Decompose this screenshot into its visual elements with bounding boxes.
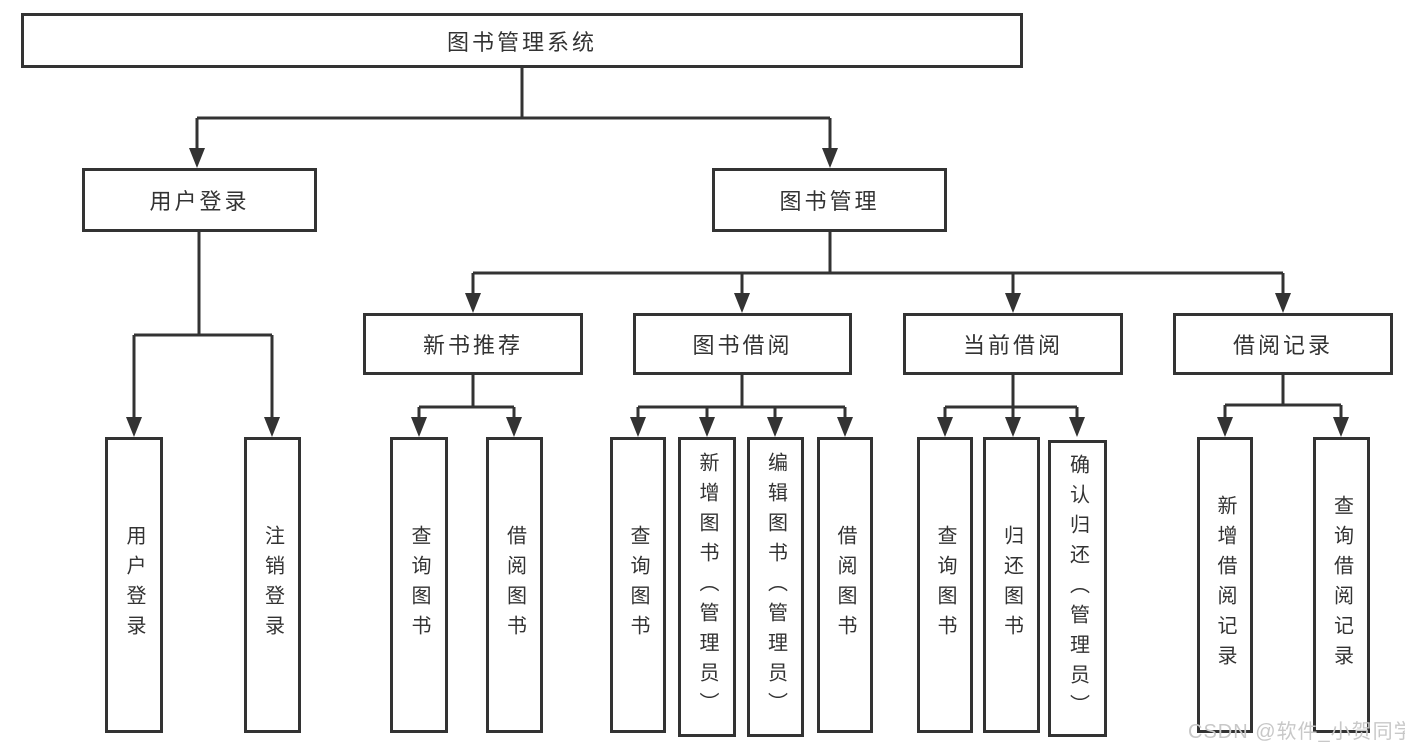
leaf-borrow-books-2: 借阅图书 xyxy=(817,437,873,733)
leaf-query-borrow-record: 查询借阅记录 xyxy=(1313,437,1370,733)
leaf-confirm-return-admin: 确认归还（管理员） xyxy=(1048,440,1107,737)
connector-new-book-to-leaves xyxy=(411,375,522,437)
connector-current-borrow-to-leaves xyxy=(937,375,1085,437)
connector-book-mgmt-to-level3 xyxy=(465,232,1291,313)
connector-user-login-to-leaves xyxy=(126,232,280,437)
leaf-query-borrow-record-label: 查询借阅记录 xyxy=(1330,495,1353,675)
node-root-label: 图书管理系统 xyxy=(446,29,597,55)
node-new-book-recommend-label: 新书推荐 xyxy=(422,333,523,358)
leaf-edit-books-admin-label: 编辑图书（管理员） xyxy=(764,452,787,722)
connector-book-borrow-to-leaves xyxy=(630,375,853,437)
leaf-user-login: 用户登录 xyxy=(105,437,163,733)
node-borrowing-records: 借阅记录 xyxy=(1173,313,1393,375)
leaf-return-books: 归还图书 xyxy=(983,437,1040,733)
node-current-borrowing-label: 当前借阅 xyxy=(962,333,1063,358)
leaf-query-books-2-label: 查询图书 xyxy=(627,525,649,645)
node-new-book-recommend: 新书推荐 xyxy=(363,313,583,375)
leaf-borrow-books-2-label: 借阅图书 xyxy=(834,525,856,645)
leaf-confirm-return-admin-label: 确认归还（管理员） xyxy=(1066,453,1089,724)
leaf-add-books-admin: 新增图书（管理员） xyxy=(678,437,736,737)
leaf-borrow-books-1: 借阅图书 xyxy=(486,437,543,733)
leaf-borrow-books-1-label: 借阅图书 xyxy=(503,525,526,645)
leaf-user-login-label: 用户登录 xyxy=(123,525,145,645)
leaf-add-borrow-record: 新增借阅记录 xyxy=(1197,437,1253,733)
node-book-management: 图书管理 xyxy=(712,168,947,232)
leaf-add-borrow-record-label: 新增借阅记录 xyxy=(1214,495,1236,675)
leaf-query-books-3-label: 查询图书 xyxy=(934,525,956,645)
leaf-query-books-2: 查询图书 xyxy=(610,437,666,733)
node-user-login-label: 用户登录 xyxy=(149,189,250,214)
node-user-login: 用户登录 xyxy=(82,168,317,232)
leaf-query-books-1-label: 查询图书 xyxy=(408,525,430,645)
node-borrowing-records-label: 借阅记录 xyxy=(1232,333,1333,358)
node-root-library-system: 图书管理系统 xyxy=(21,13,1023,68)
leaf-add-books-admin-label: 新增图书（管理员） xyxy=(696,452,718,722)
leaf-query-books-1: 查询图书 xyxy=(390,437,448,733)
connector-root-to-level2 xyxy=(189,68,838,168)
leaf-edit-books-admin: 编辑图书（管理员） xyxy=(747,437,804,737)
leaf-query-books-3: 查询图书 xyxy=(917,437,973,733)
node-book-borrowing-label: 图书借阅 xyxy=(692,333,793,358)
node-book-management-label: 图书管理 xyxy=(779,189,880,214)
leaf-logout-label: 注销登录 xyxy=(261,525,284,645)
connector-borrow-record-to-leaves xyxy=(1217,375,1349,437)
csdn-watermark: CSDN @软件_小贺同学 xyxy=(1188,721,1405,743)
node-book-borrowing: 图书借阅 xyxy=(633,313,852,375)
node-current-borrowing: 当前借阅 xyxy=(903,313,1123,375)
leaf-return-books-label: 归还图书 xyxy=(1000,525,1023,645)
leaf-logout: 注销登录 xyxy=(244,437,301,733)
